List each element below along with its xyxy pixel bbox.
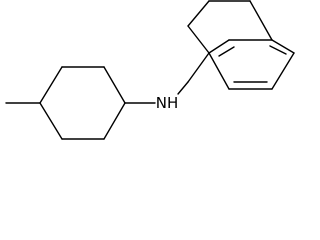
amine-linkage: NH: [124, 81, 189, 112]
aromatic-double-bond-inner: [218, 46, 235, 57]
molecule-structure-diagram: NH: [5, 0, 295, 140]
aromatic-ring-bond: [271, 39, 295, 54]
saturated-ring-bond: [249, 0, 273, 41]
cyclohexane-bond: [39, 66, 63, 104]
saturated-ring-bond: [187, 52, 210, 83]
saturated-ring-bond: [187, 25, 210, 54]
saturated-ring-bond: [187, 0, 210, 27]
aromatic-ring-bond: [208, 39, 230, 54]
tetrahydronaphthyl-group: [187, 0, 295, 90]
nitrogen-atom-label: NH: [156, 94, 179, 112]
cyclohexane-bond: [103, 66, 126, 104]
n-tetralin-bond: [177, 81, 189, 95]
aromatic-double-bond-inner: [269, 45, 287, 55]
aromatic-ring-bond: [271, 52, 295, 90]
cyclohexane-bond: [103, 102, 126, 140]
methylcyclohexyl-group: [5, 66, 126, 140]
cyclohexane-bond: [39, 102, 63, 140]
aromatic-ring-bond: [208, 52, 230, 90]
